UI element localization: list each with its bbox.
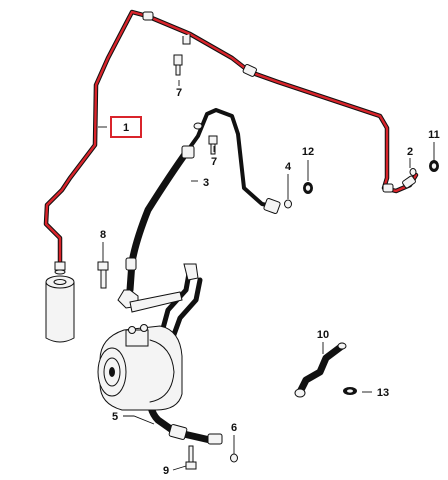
- callout-2: 2: [407, 146, 413, 158]
- line-fitting: [142, 11, 154, 21]
- o-ring-part-6[interactable]: [230, 453, 238, 463]
- receiver-drier[interactable]: [45, 261, 75, 343]
- callout-5: 5: [112, 411, 118, 423]
- callout-7-upper: 7: [176, 87, 182, 99]
- elbow-pipe-part-10[interactable]: [294, 342, 347, 398]
- o-ring-part-2[interactable]: [409, 168, 417, 176]
- callout-3: 3: [203, 177, 209, 189]
- callout-10: 10: [317, 329, 329, 341]
- line-fitting: [402, 175, 416, 189]
- line-fitting: [242, 63, 257, 77]
- seal-washer-part-12[interactable]: [303, 182, 313, 194]
- callout-7-lower: 7: [211, 156, 217, 168]
- callout-11: 11: [428, 129, 440, 141]
- seal-washer-part-11[interactable]: [429, 160, 439, 172]
- suction-hose-part-3[interactable]: [117, 108, 281, 309]
- o-ring-part-4[interactable]: [284, 199, 292, 209]
- callout-12: 12: [302, 146, 314, 158]
- callout-8: 8: [100, 229, 106, 241]
- bolt-part-7-lower[interactable]: [208, 135, 218, 155]
- bolt-part-7-upper[interactable]: [173, 54, 183, 76]
- callout-box-part-1: [110, 116, 142, 138]
- bolt-part-9[interactable]: [185, 445, 197, 470]
- line-clip-bracket: [182, 34, 191, 45]
- callout-9: 9: [163, 465, 169, 477]
- callout-13: 13: [377, 387, 389, 399]
- callout-1: 1: [123, 122, 129, 134]
- callout-6: 6: [231, 422, 237, 434]
- high-pressure-line-part-1[interactable]: [43, 9, 419, 265]
- seal-washer-part-13[interactable]: [343, 387, 357, 395]
- bolt-part-8[interactable]: [97, 261, 109, 289]
- callout-4: 4: [285, 161, 292, 173]
- line-fitting: [382, 183, 394, 193]
- ac-compressor[interactable]: [97, 324, 183, 411]
